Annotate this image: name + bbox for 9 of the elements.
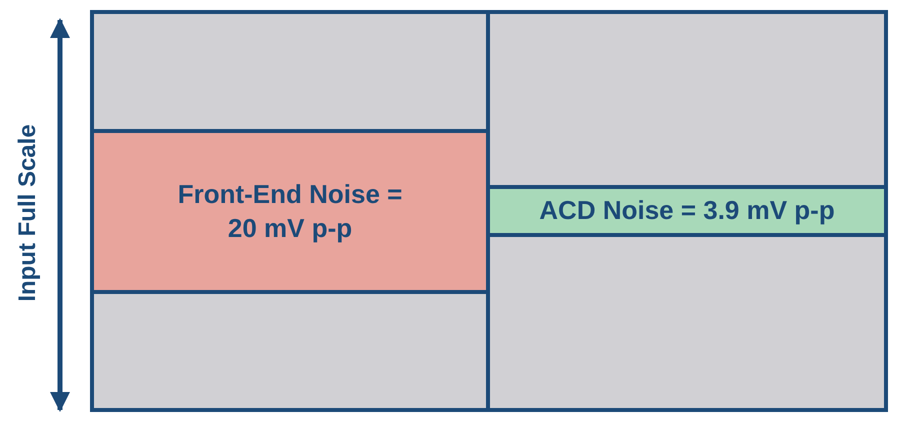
empty-block: [94, 294, 486, 408]
empty-block: [490, 14, 884, 185]
noise-block: [490, 189, 884, 233]
axis-label: Input Full Scale: [14, 124, 42, 302]
noise-block: [94, 133, 486, 290]
block-label: ACD Noise = 3.9 mV p-p: [539, 194, 835, 228]
empty-block: [490, 237, 884, 408]
block-label: Front-End Noise = 20 mV p-p: [176, 178, 404, 244]
empty-block: [94, 14, 486, 129]
